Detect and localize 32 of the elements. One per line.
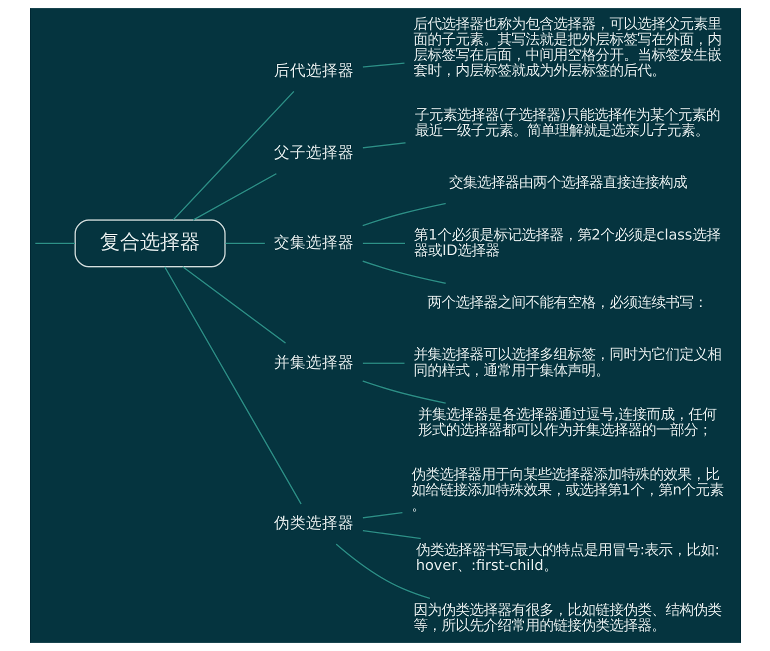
node-text: 因为伪类选择器有很多，比如链接伪类、结构伪类等，所以先介绍常用的链接伪类选择器。	[413, 602, 722, 634]
connector	[192, 173, 276, 221]
node-text: 两个选择器之间不能有空格，必须连续书写：	[427, 295, 708, 312]
node-text: 并集选择器可以选择多组标签，同时为它们定义相同的样式，通常用于集体声明。	[413, 347, 722, 379]
connector	[164, 266, 302, 504]
node-text: 伪类选择器书写最大的特点是用冒号:表示，比如:hover、:first-child。	[415, 542, 720, 574]
node-text: 并集选择器是各选择器通过逗号,连接而成，任何形式的选择器都可以作为并集选择器的一部分；	[418, 407, 716, 439]
node-text: 伪类选择器用于向某些选择器添加特殊的效果，比如给链接添加特殊效果，或选择第1个，第n个元素。	[410, 467, 724, 514]
connector	[182, 266, 286, 344]
connector	[34, 242, 74, 244]
node-text: 后代选择器	[273, 61, 354, 80]
connector	[224, 242, 264, 244]
node-text: 子元素选择器(子选择器)只能选择作为某个元素的最近一级子元素。简单理解就是选亲儿子元素。	[414, 108, 720, 140]
connector	[362, 362, 404, 364]
node-text: 并集选择器	[273, 353, 354, 372]
connector	[362, 242, 404, 244]
node-text: 交集选择器由两个选择器直接连接构成	[448, 175, 687, 192]
connector	[362, 530, 420, 540]
connector	[362, 62, 404, 68]
node-text: 后代选择器也称为包含选择器，可以选择父元素里面的子元素。其写法就是把外层标签写在外面，内层标签写在后面，中间用空格分开。当标签发生嵌套时，内层标签就成为外层标签的后代。	[413, 16, 722, 80]
connector	[362, 142, 406, 148]
connector	[362, 512, 402, 518]
node-text: 第1个必须是标记选择器，第2个必须是class选择器或ID选择器	[414, 227, 720, 259]
connector	[172, 90, 294, 220]
connector	[362, 380, 446, 404]
node-text: 伪类选择器	[273, 514, 354, 532]
node-box: 复合选择器	[74, 219, 226, 268]
connector	[362, 202, 446, 226]
node-text: 交集选择器	[273, 233, 354, 252]
connector	[335, 544, 430, 600]
node-text: 父子选择器	[273, 144, 354, 162]
connector	[362, 260, 446, 284]
